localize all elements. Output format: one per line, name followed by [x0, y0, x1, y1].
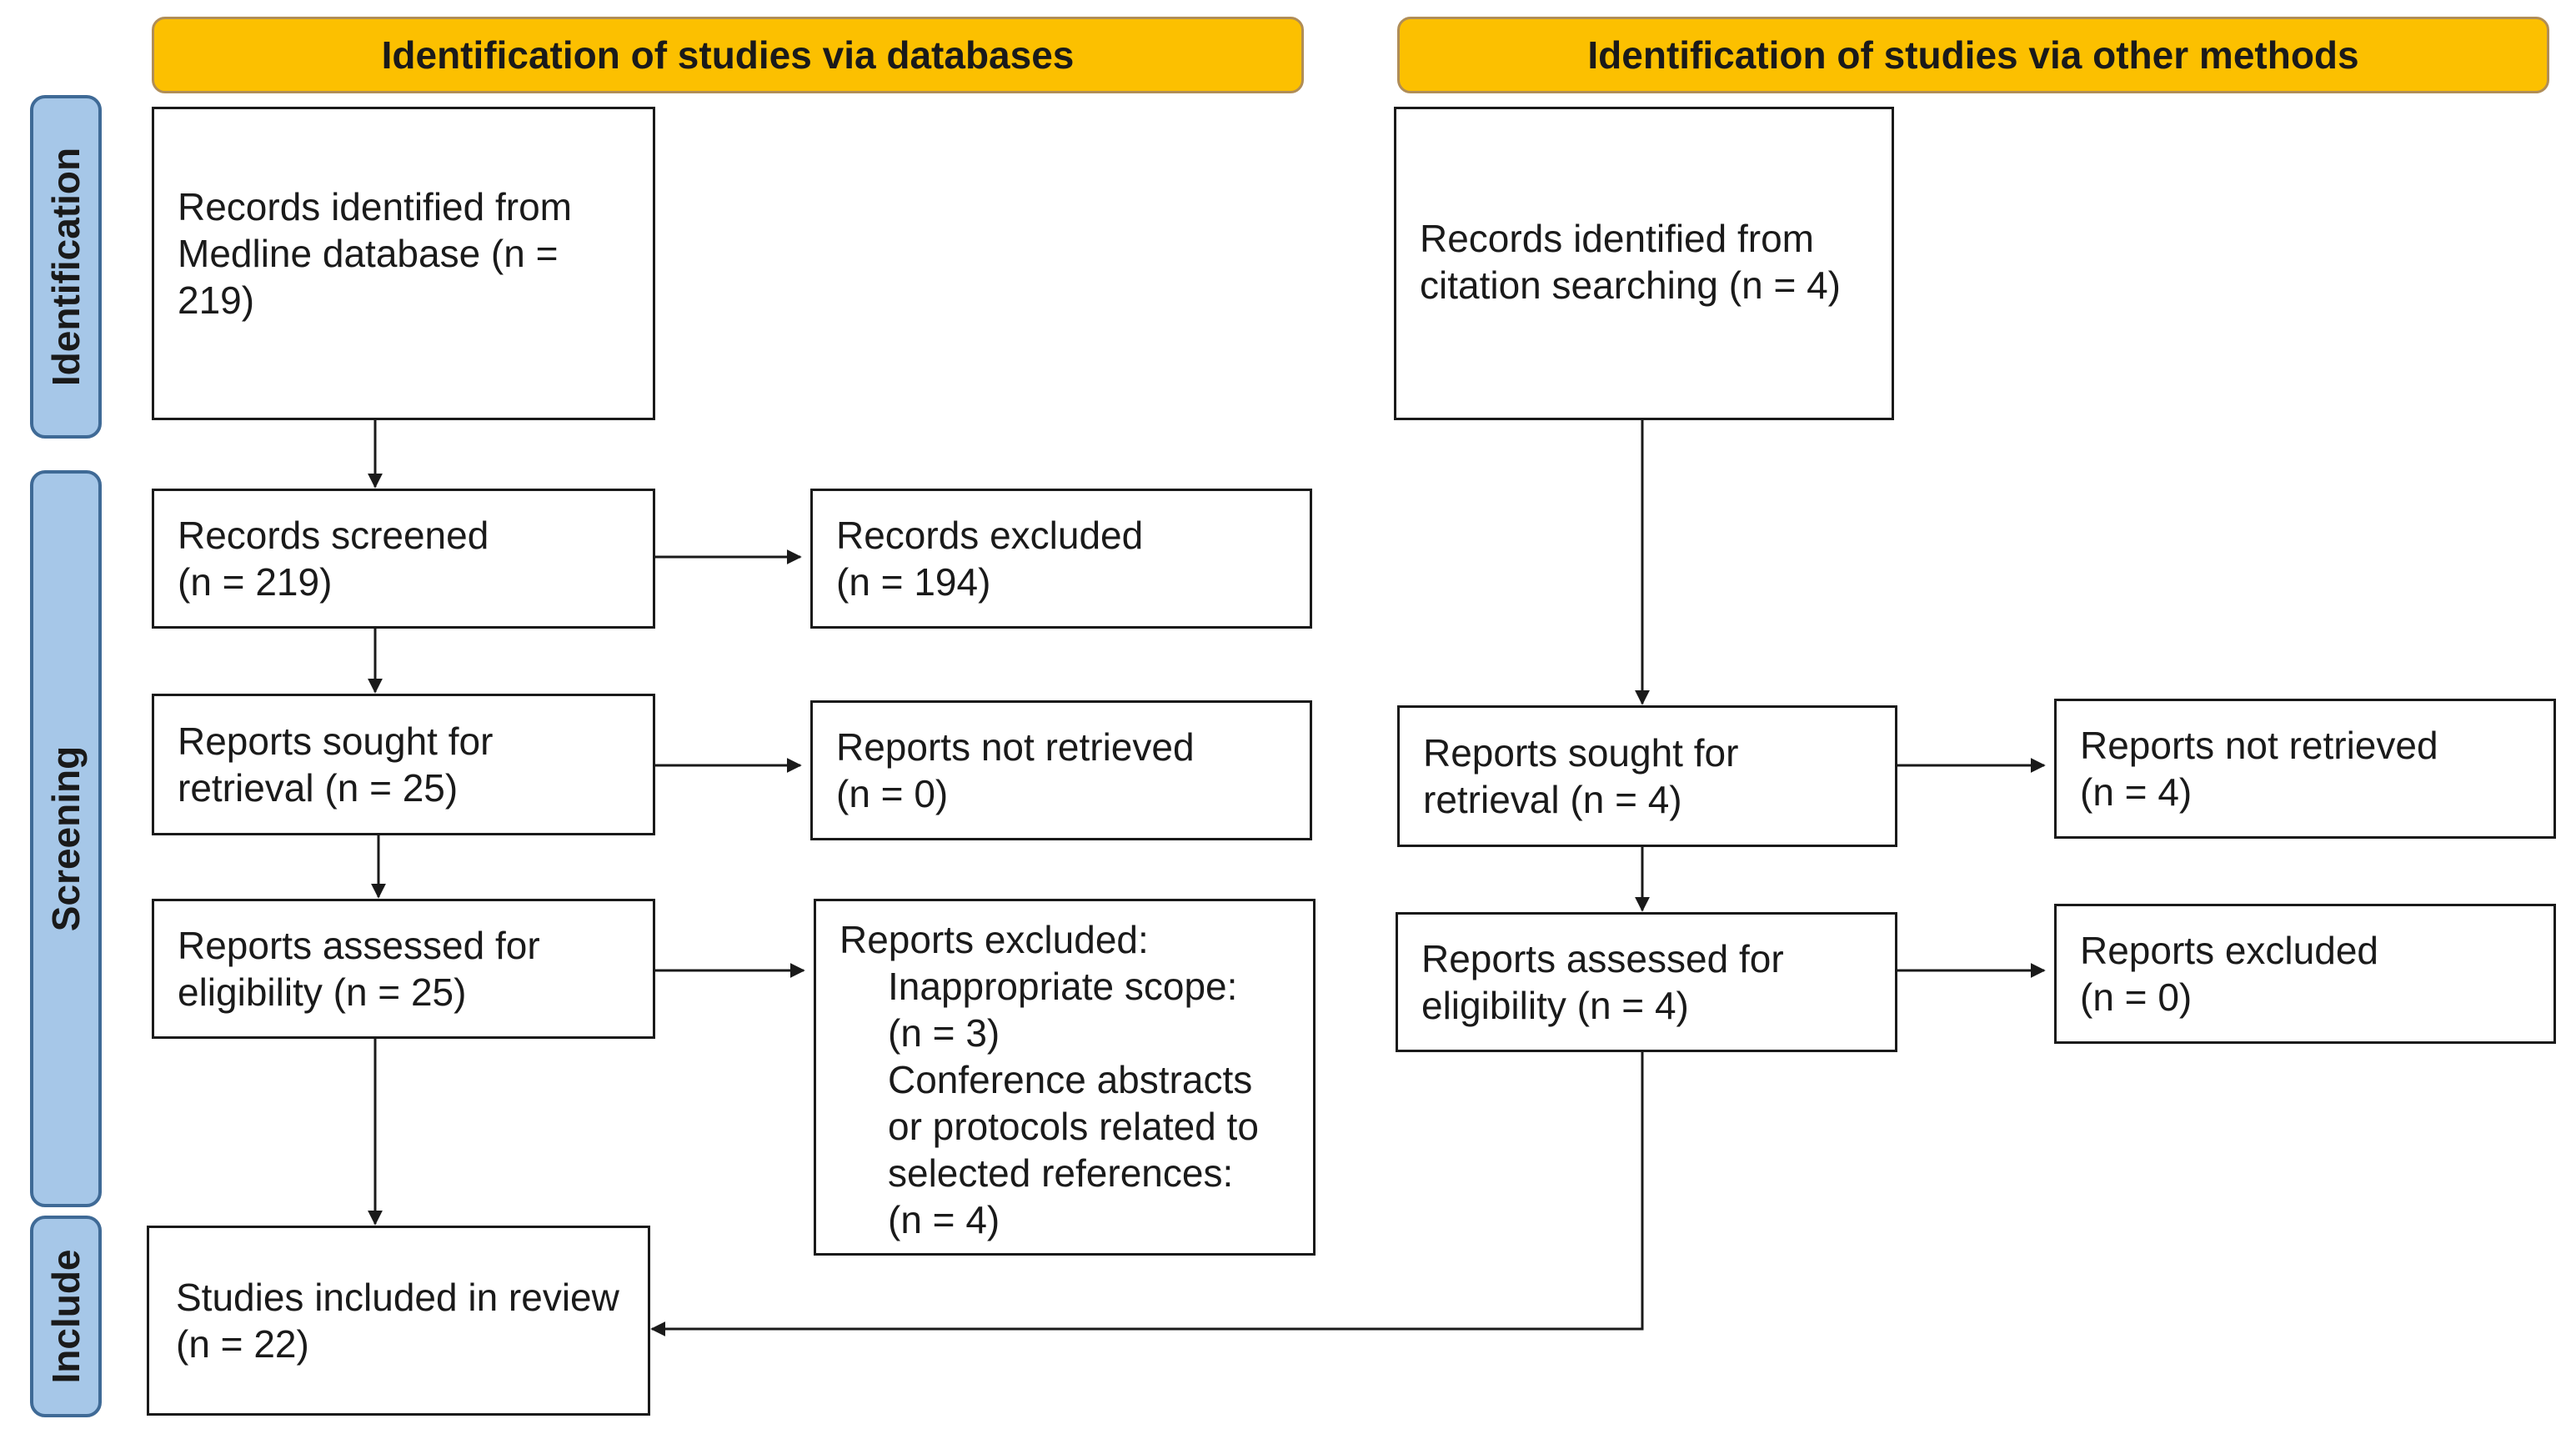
db-reports-sought-box: Reports sought for retrieval (n = 25)	[152, 694, 655, 835]
db-excluded-reason-scope: Inappropriate scope:	[888, 965, 1238, 1008]
other-records-identified-text: Records identified from citation searchi…	[1420, 217, 1841, 307]
db-reports-assessed-box: Reports assessed for eligibility (n = 25…	[152, 899, 655, 1039]
db-records-identified-text: Records identified from Medline database…	[178, 185, 572, 322]
other-reports-assessed-text: Reports assessed for eligibility (n = 4)	[1421, 937, 1784, 1027]
phase-include: Include	[30, 1216, 102, 1417]
db-reports-excluded-title: Reports excluded:	[839, 918, 1149, 961]
db-records-excluded-box: Records excluded (n = 194)	[810, 489, 1312, 629]
db-excluded-reason-abstracts-count: (n = 4)	[888, 1198, 1000, 1241]
studies-included-text: Studies included in review (n = 22)	[176, 1276, 619, 1366]
phase-identification: Identification	[30, 95, 102, 439]
db-records-excluded-text: Records excluded (n = 194)	[836, 514, 1144, 604]
other-reports-excluded-box: Reports excluded (n = 0)	[2054, 904, 2556, 1044]
header-databases: Identification of studies via databases	[152, 17, 1304, 93]
db-records-screened-text: Records screened (n = 219)	[178, 514, 489, 604]
db-reports-not-retrieved-text: Reports not retrieved (n = 0)	[836, 725, 1195, 815]
other-reports-not-retrieved-box: Reports not retrieved (n = 4)	[2054, 699, 2556, 839]
db-records-screened-box: Records screened (n = 219)	[152, 489, 655, 629]
db-reports-excluded-box: Reports excluded: Inappropriate scope: (…	[814, 899, 1316, 1256]
other-records-identified-box: Records identified from citation searchi…	[1394, 107, 1894, 420]
db-excluded-reason-abstracts: Conference abstracts or protocols relate…	[888, 1058, 1259, 1195]
db-reports-not-retrieved-box: Reports not retrieved (n = 0)	[810, 700, 1312, 840]
arrow-other-assessed-to-included	[650, 1052, 1644, 1336]
header-other-methods: Identification of studies via other meth…	[1397, 17, 2549, 93]
db-records-identified-box: Records identified from Medline database…	[152, 107, 655, 420]
other-reports-sought-box: Reports sought for retrieval (n = 4)	[1397, 705, 1897, 847]
other-reports-excluded-text: Reports excluded (n = 0)	[2080, 929, 2378, 1019]
db-reports-assessed-text: Reports assessed for eligibility (n = 25…	[178, 924, 540, 1014]
other-reports-sought-text: Reports sought for retrieval (n = 4)	[1423, 731, 1739, 821]
phase-screening: Screening	[30, 470, 102, 1207]
db-reports-sought-text: Reports sought for retrieval (n = 25)	[178, 720, 494, 810]
other-reports-assessed-box: Reports assessed for eligibility (n = 4)	[1396, 912, 1897, 1052]
studies-included-box: Studies included in review (n = 22)	[147, 1226, 650, 1416]
db-excluded-reason-scope-count: (n = 3)	[888, 1011, 1000, 1055]
other-reports-not-retrieved-text: Reports not retrieved (n = 4)	[2080, 724, 2438, 814]
